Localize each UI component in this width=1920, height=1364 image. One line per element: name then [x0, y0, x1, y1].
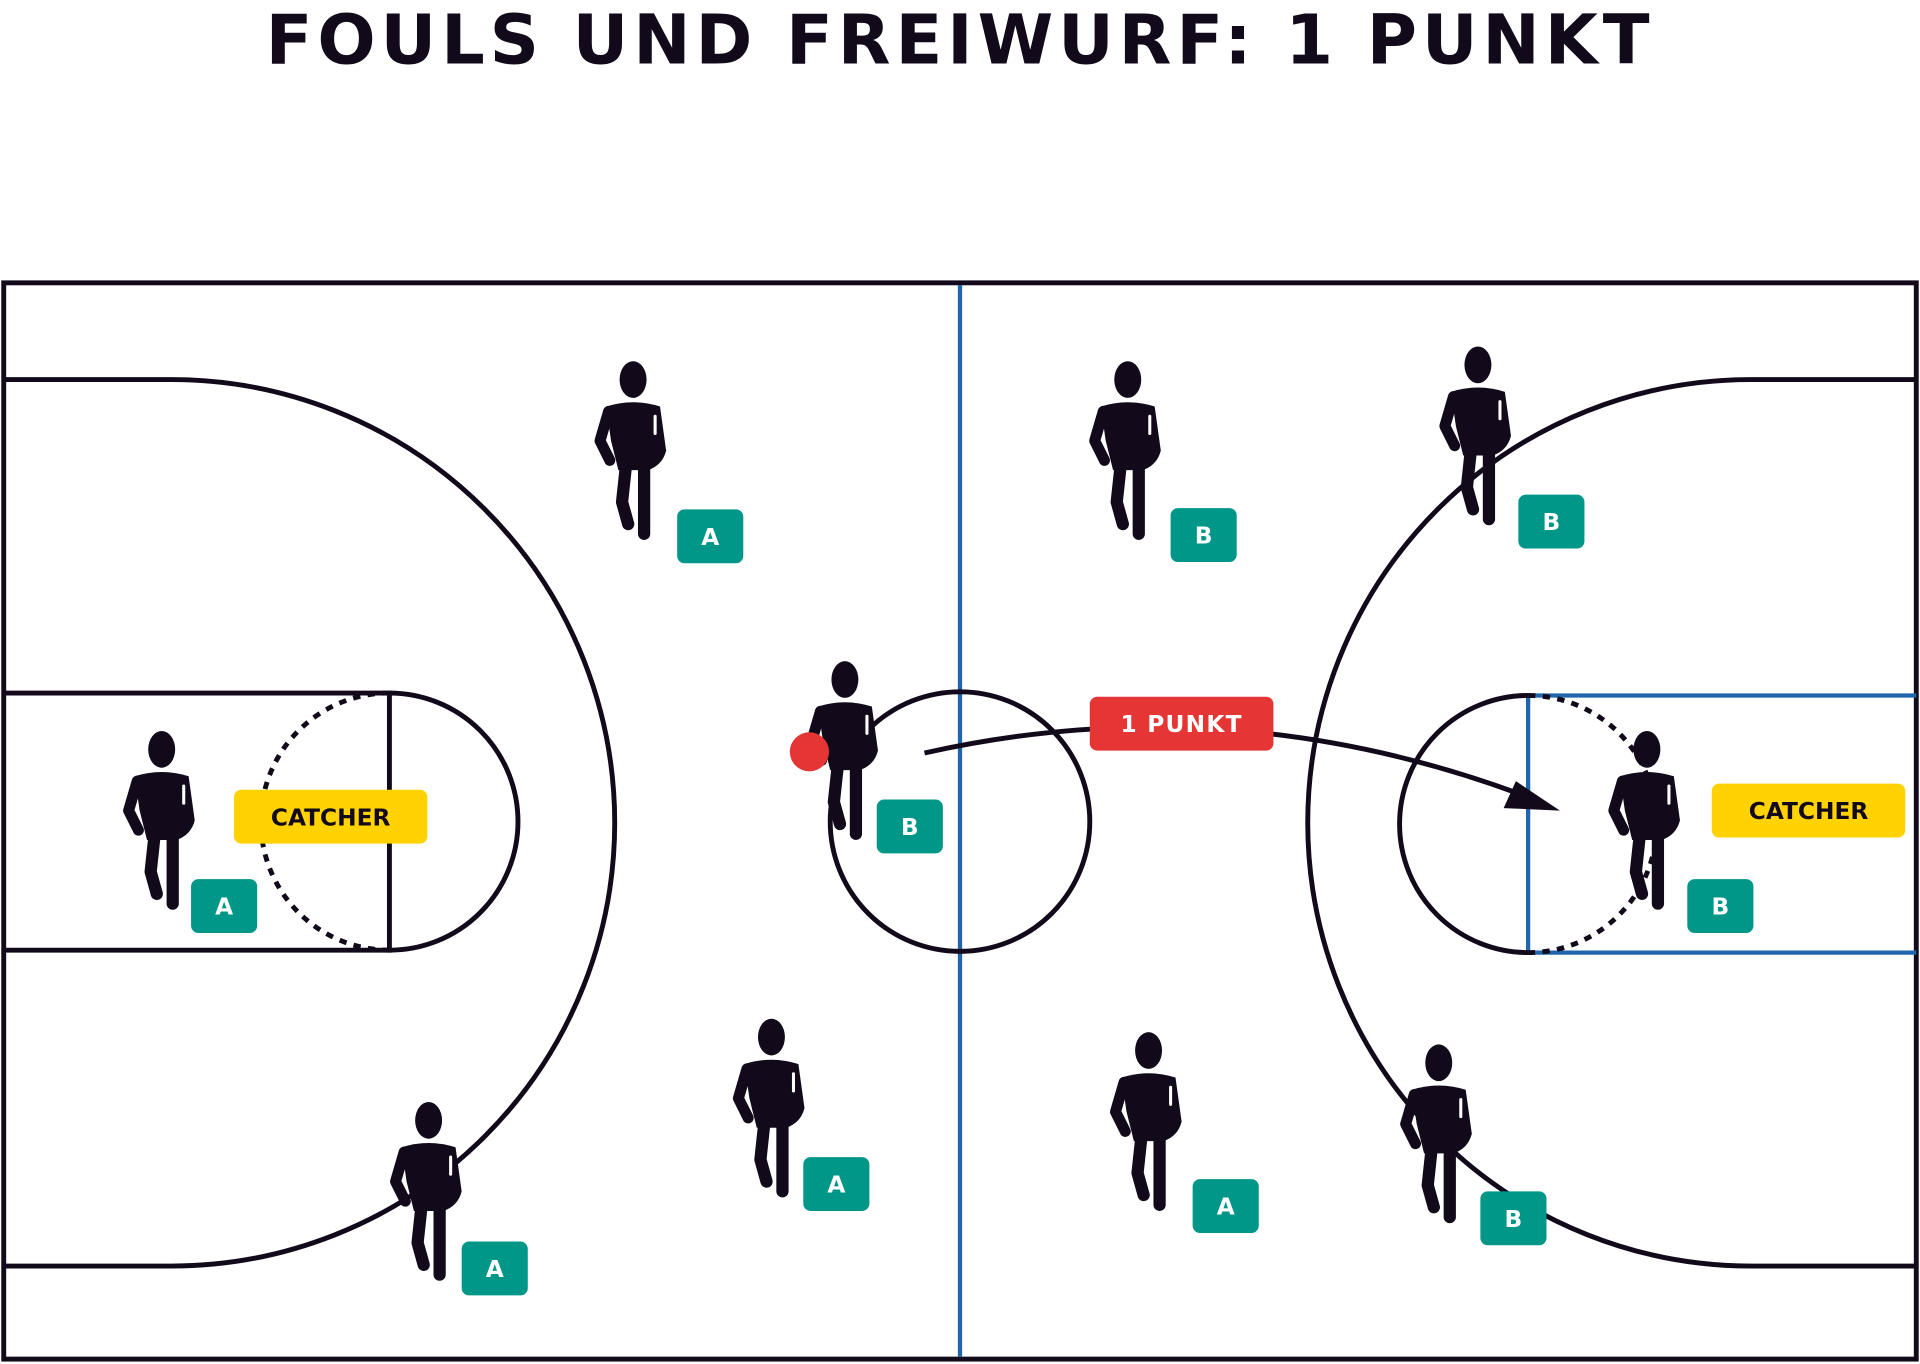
- team-badge: B: [876, 799, 943, 854]
- svg-text:B: B: [1543, 509, 1561, 536]
- left-free-throw-circle: [389, 690, 521, 953]
- svg-text:B: B: [1195, 523, 1213, 550]
- svg-text:A: A: [701, 524, 719, 551]
- free-throw-point-label: 1 PUNKT: [1089, 696, 1274, 751]
- player-a-4: [1116, 1032, 1182, 1205]
- svg-text:CATCHER: CATCHER: [271, 804, 391, 831]
- svg-text:CATCHER: CATCHER: [1749, 798, 1869, 825]
- svg-text:A: A: [827, 1172, 845, 1199]
- right-free-throw-circle-dashed: [1528, 693, 1660, 956]
- svg-text:A: A: [215, 894, 233, 921]
- svg-text:B: B: [901, 814, 919, 841]
- player-b-1: [1095, 361, 1161, 534]
- team-badge: A: [461, 1241, 528, 1296]
- team-badges: A B B A B A A A B B: [191, 494, 1754, 1296]
- team-badge: B: [1480, 1191, 1547, 1246]
- right-three-point-line: [1305, 377, 1917, 1269]
- team-badge: A: [803, 1157, 870, 1211]
- svg-text:1 PUNKT: 1 PUNKT: [1121, 711, 1243, 738]
- arrow-head-icon: [1503, 781, 1560, 811]
- svg-text:A: A: [486, 1256, 504, 1283]
- left-free-throw-circle-dashed: [258, 690, 390, 953]
- team-badge: B: [1170, 508, 1237, 563]
- center-circle: [827, 689, 1093, 954]
- svg-text:B: B: [1505, 1206, 1523, 1233]
- team-badge: A: [1192, 1179, 1259, 1233]
- right-free-throw-circle: [1397, 693, 1529, 956]
- team-badge: A: [677, 509, 744, 564]
- court-boundary: [1, 280, 1919, 1362]
- left-three-point-line: [3, 377, 618, 1269]
- page-title: FOULS UND FREIWURF: 1 PUNKT: [266, 1, 1655, 81]
- catcher-label-right: CATCHER: [1711, 783, 1906, 838]
- player-b-3: [1406, 1044, 1472, 1217]
- ball-icon: [789, 732, 829, 772]
- player-a-3: [396, 1102, 462, 1275]
- player-a-catcher: [129, 731, 195, 904]
- right-key: [1525, 693, 1917, 955]
- team-badge: B: [1518, 494, 1585, 549]
- svg-text:B: B: [1711, 894, 1729, 921]
- svg-text:A: A: [1217, 1194, 1235, 1221]
- catcher-label-left: CATCHER: [233, 789, 428, 844]
- player-a-1: [600, 361, 666, 534]
- team-badge: A: [191, 879, 258, 934]
- player-a-2: [738, 1019, 804, 1192]
- team-badge: B: [1687, 879, 1754, 934]
